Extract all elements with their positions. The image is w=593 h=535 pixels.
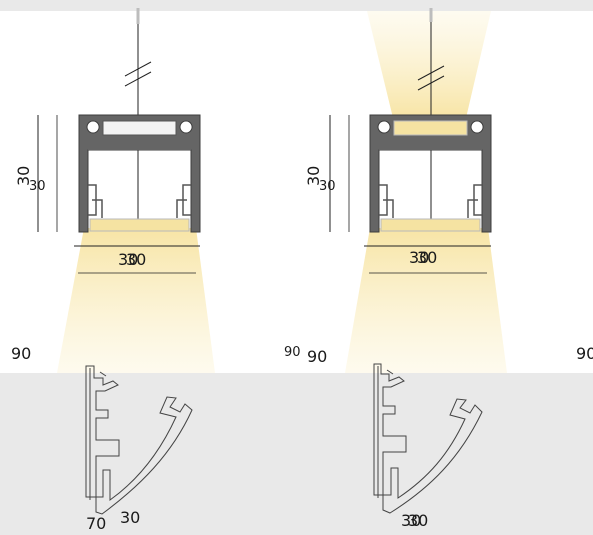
p2-width-label-a: 30: [409, 248, 430, 267]
p1-light-beam: [57, 228, 215, 373]
p2-break-mark-2: [417, 75, 445, 91]
p2-break-mark-1: [417, 65, 445, 81]
p3-angle-label: 90: [576, 344, 593, 363]
p2-top-diffuser: [393, 120, 468, 136]
section-1-group: [85, 365, 193, 515]
p1-break-mark-1: [124, 61, 152, 77]
p1-top-channel: [102, 120, 177, 136]
p2-downlight-beam: [345, 228, 507, 373]
p2-left-clip: [379, 184, 394, 218]
p2-angle-label-a: 90: [284, 345, 301, 360]
bottom-band: [0, 373, 593, 535]
profile-2-group: [329, 8, 507, 373]
p2-right-clip: [467, 184, 482, 218]
p1-diffuser: [89, 218, 190, 232]
section-2-outline: [373, 363, 483, 514]
section-1-inner: [89, 368, 107, 500]
p1-height-label-b: 30: [29, 179, 46, 194]
section-2-label-b: 30: [408, 511, 429, 530]
p1-width-label-a: 30: [118, 250, 139, 269]
p2-width-label-b: 30: [417, 248, 438, 267]
section-2-group: [373, 363, 483, 514]
p1-width-label-b: 30: [126, 250, 147, 269]
p2-height-label-b: 30: [319, 179, 336, 194]
p1-left-clip: [88, 184, 103, 218]
section-2-label-a: 30: [401, 511, 422, 530]
p1-break-mark-2: [124, 71, 152, 87]
section-1-label-a: 70: [86, 514, 107, 533]
section-1-outline: [85, 365, 193, 515]
p2-uplight-beam: [367, 11, 491, 118]
profile-1-group: [37, 8, 215, 373]
section-1-label-b: 30: [120, 508, 141, 527]
p2-crossbar: [379, 143, 482, 150]
p1-right-clip: [176, 184, 191, 218]
p2-bottom-diffuser: [380, 218, 481, 232]
p1-angle-label: 90: [11, 344, 32, 363]
top-band: [0, 0, 593, 11]
p1-crossbar: [88, 143, 191, 150]
section-2-inner: [377, 366, 394, 498]
p2-angle-label-b: 90: [307, 347, 328, 366]
